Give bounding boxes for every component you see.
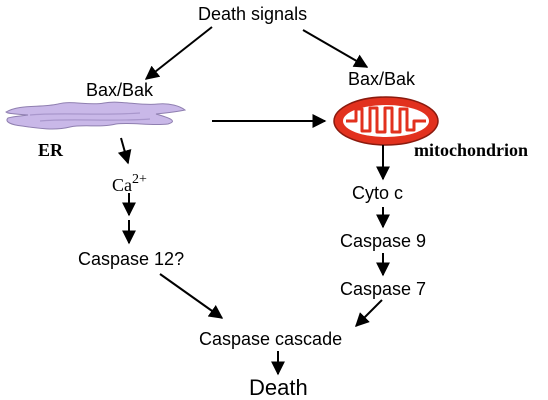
node-death: Death [249,375,308,400]
node-caspase-7: Caspase 7 [340,279,427,299]
calcium-symbol: Ca [112,175,132,195]
node-caspase-9: Caspase 9 [340,231,427,251]
arrow-caspase7-to-cascade [355,299,383,327]
er-fold [29,112,141,116]
label-er: ER [38,140,64,160]
mitochondrion-cristae [346,106,426,134]
node-caspase-cascade: Caspase cascade [199,329,343,349]
node-bax-bak-er: Bax/Bak [86,80,154,100]
calcium-charge: 2+ [132,172,147,187]
arrow-signals-to-er [144,26,213,80]
arrow-signals-to-mito [302,29,369,68]
node-bax-bak-mito: Bax/Bak [348,69,416,89]
node-calcium: Ca2+ [112,173,147,195]
arrow-caspase12-to-cascade [159,273,224,319]
label-mitochondrion: mitochondrion [414,140,529,160]
er-shape [5,101,187,130]
er-fold [39,118,151,122]
node-death-signals: Death signals [198,4,308,24]
node-cyto-c: Cyto c [352,183,404,203]
node-caspase-12: Caspase 12? [78,249,185,269]
arrow-er-to-ca [117,137,132,165]
